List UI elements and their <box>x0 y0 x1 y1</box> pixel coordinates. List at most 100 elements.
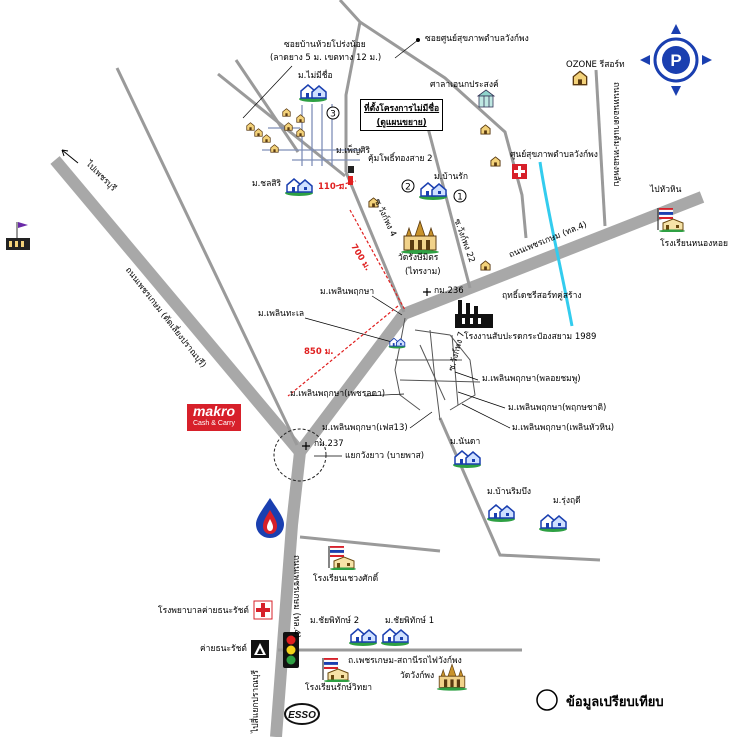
hospital-cross-icon <box>253 600 273 620</box>
school-rakwitthaya-label: โรงเรียนรักษ์วิทยา <box>305 683 372 693</box>
village-ploen-phase13-label: ม.เพลินพฤกษา(เฟส13) <box>322 423 408 433</box>
village-ban-rak-label: ม.บ้านรัก <box>434 172 468 182</box>
ritdet-resort-label: ฤทธิ์เดชรีสอร์ทคู่สร้าง <box>502 291 582 301</box>
village-mai-mi-chue-label: ม.ไม่มีชื่อ <box>298 71 333 81</box>
house-icon <box>348 628 378 646</box>
right-side-road <box>594 69 607 227</box>
hospital-camp-label: โรงพยาบาลค่ายธนะรัชต์ <box>158 606 249 616</box>
marker-1: 1 <box>453 189 467 203</box>
small-house-icon <box>480 260 491 271</box>
factory-icon <box>455 300 493 328</box>
small-house-icon <box>480 124 491 135</box>
leader-lines <box>242 39 511 457</box>
small-house-icon <box>490 156 501 167</box>
temple-wang-phong-label: วัดวังก์พง <box>400 671 435 681</box>
project-title: ที่ตั้งโครงการไม่มีชื่อ <box>364 104 440 114</box>
pineapple-factory-label: โรงงานสับปะรดกระป๋องสยาม 1989 <box>464 332 597 342</box>
junction-circle <box>273 428 327 482</box>
small-house-icon <box>296 128 305 137</box>
marker-2: 2 <box>401 179 415 193</box>
phetkasem-lower-road <box>270 451 306 737</box>
river <box>538 161 574 327</box>
school-nong-hoi-label: โรงเรียนหนองหอย <box>660 239 728 249</box>
village-ploen-ploy-chomphu-label: ม.เพลินพฤกษา(พลอยชมพู) <box>482 374 581 384</box>
project-location-box: ที่ตั้งโครงการไม่มีชื่อ (ดูแผนขยาย) <box>360 99 444 131</box>
village-ploen-thale-label: ม.เพลินทะเล <box>258 309 305 319</box>
ploen-pruksa-village-sois <box>394 317 481 421</box>
small-house-icon <box>282 108 291 117</box>
village-rung-rudee-label: ม.รุ่งฤดี <box>553 496 581 506</box>
camp-triangle-icon <box>251 640 269 658</box>
house-icon <box>380 628 410 646</box>
sala-pavilion-icon <box>476 89 496 108</box>
ozone-resort-icon <box>572 70 588 86</box>
village-ban-rim-bueng-label: ม.บ้านริมบึง <box>487 487 531 497</box>
health-center-label: ศูนย์สุขภาพตำบลวังก์พง <box>510 150 598 160</box>
ozone-resort-label: OZONE รีสอร์ท <box>566 60 625 70</box>
traffic-light-icon <box>283 632 299 668</box>
soi-health-center-road <box>338 0 528 239</box>
phetkasem-bypass-road <box>50 156 305 456</box>
bus-stop-icon <box>348 166 354 173</box>
ptt-fuel-icon <box>256 498 284 538</box>
temple-icon <box>400 220 440 254</box>
small-house-icon <box>296 114 305 123</box>
phetkasem-upper-road <box>295 191 705 456</box>
small-house-icon <box>254 128 263 137</box>
village-chaiyaphithak-1-label: ม.ชัยพิทักษ์ 1 <box>385 616 435 626</box>
distance-700-line <box>349 209 406 311</box>
small-house-icon <box>270 144 279 153</box>
km236-label: กม.236 <box>434 286 464 296</box>
soi-4-road <box>344 171 406 313</box>
village-chaiyaphithak-2-label: ม.ชัยพิทักษ์ 2 <box>310 616 360 626</box>
marker-3: 3 <box>326 106 340 120</box>
village-chon-siri-label: ม.ชลสิริ <box>252 179 282 189</box>
village-ploen-huahin-label: ม.เพลินพฤกษา(เพลินหัวหิน) <box>512 423 615 433</box>
soi-huai-prong-road <box>344 21 362 172</box>
house-icon <box>538 514 568 532</box>
school-flag-icon <box>322 657 350 682</box>
right-side-road-label: ถนนหนองตาแต้ม-หนองพลับ <box>611 82 621 187</box>
makro-tagline: Cash & Carry <box>192 420 235 427</box>
km237-label: กม.237 <box>314 439 344 449</box>
svg-text:2: 2 <box>405 183 411 193</box>
legend-circle-icon <box>536 689 558 711</box>
village-nanda-label: ม.นันดา <box>450 437 481 447</box>
house-icon <box>284 178 314 196</box>
village-ploen-pruksachat-label: ม.เพลินพฤกษา(พฤกษชาติ) <box>508 403 607 413</box>
compass-icon: P <box>640 24 712 96</box>
to-pranburi-label: ไปสี่แยกปราณบุรี <box>251 669 261 733</box>
distance-850-line <box>287 305 399 397</box>
station-road-label: ถ.เพชรเกษม-สถานีรถไฟวังก์พง <box>348 656 462 666</box>
junction-label: แยกวังยาว (บายพาส) <box>345 451 425 461</box>
soi-health-center-label: ซอยศูนย์สุขภาพตำบลวังก์พง <box>425 34 529 44</box>
project-note: (ดูแผนขยาย) <box>376 118 427 128</box>
svg-text:1: 1 <box>457 193 463 203</box>
village-north-road <box>234 59 300 153</box>
svg-text:ESSO: ESSO <box>288 710 316 721</box>
village-ploen-phet-lada-label: ม.เพลินพฤกษา(เพชรลดา) <box>290 389 386 399</box>
small-house-icon <box>284 122 293 131</box>
house-icon <box>298 84 328 102</box>
to-huahin-label: ไปหัวหิน <box>650 185 682 195</box>
chawengsak-road <box>299 535 441 553</box>
distance-110-label: 110 ม. <box>318 182 348 192</box>
house-icon <box>486 504 516 522</box>
temple-rangsi-alias: (ไทรงาม) <box>405 267 441 277</box>
temple-icon <box>436 663 468 692</box>
sala-label: ศาลาเอนกประสงค์ <box>430 80 499 90</box>
soi-22-road <box>426 127 472 289</box>
camp-label: ค่ายธนะรัชต์ <box>200 644 247 654</box>
esso-logo: ESSO <box>284 703 320 725</box>
makro-wordmark: makro <box>192 403 236 419</box>
soi-huai-prong-spec: (ลาดยาง 5 ม. เขตทาง 12 ม.) <box>270 53 382 63</box>
km236-marker-icon <box>423 288 431 296</box>
svg-text:P: P <box>670 51 681 70</box>
temple-rangsi-label: วัดรังษีมิตร <box>398 253 439 263</box>
school-flag-icon <box>328 545 356 570</box>
small-house-icon <box>246 122 255 131</box>
distance-850-label: 850 ม. <box>304 347 334 357</box>
project-marker <box>348 176 353 185</box>
